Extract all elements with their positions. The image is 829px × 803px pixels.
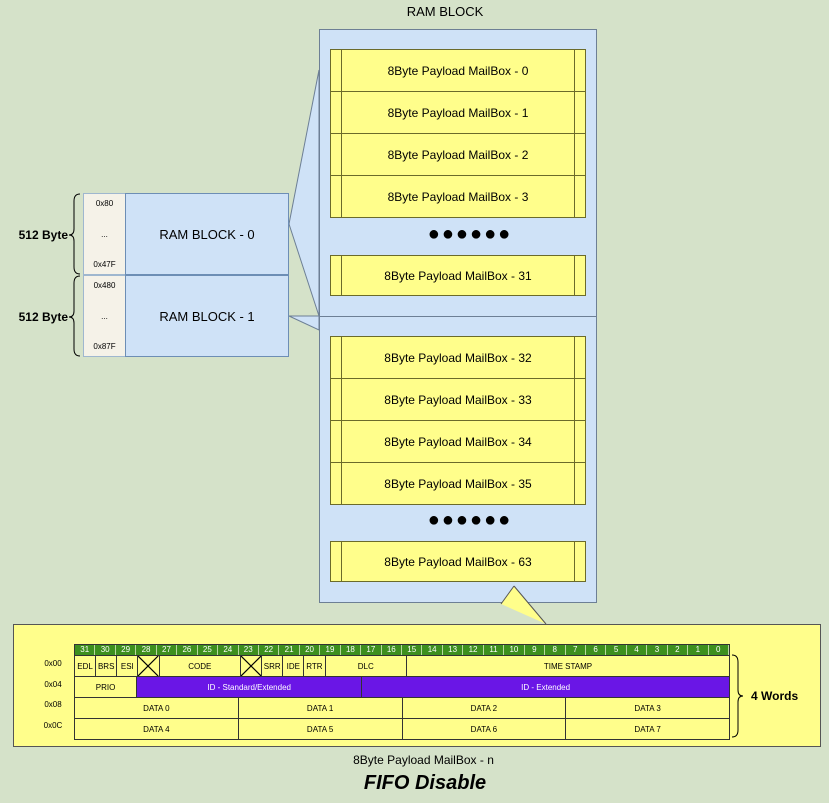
mailbox: 8Byte Payload MailBox - 33 xyxy=(331,379,585,421)
time-stamp-field: TIME STAMP xyxy=(407,656,729,676)
mailbox-31: 8Byte Payload MailBox - 31 xyxy=(330,255,586,296)
bit-number: 6 xyxy=(585,645,607,655)
data-byte-field: DATA 0 xyxy=(75,698,239,718)
prio-field: PRIO xyxy=(75,677,138,697)
addr-mid: ... xyxy=(101,312,108,321)
ram-block-1: RAM BLOCK - 1 xyxy=(125,275,289,357)
data-byte-field: DATA 7 xyxy=(566,719,729,739)
mailbox-group-top: 8Byte Payload MailBox - 0 8Byte Payload … xyxy=(330,49,586,218)
fifo-disable-title: FIFO Disable xyxy=(363,772,487,794)
id-standard-field: ID - Standard/Extended xyxy=(137,677,363,697)
bit-number: 2 xyxy=(667,645,689,655)
ram-block-divider xyxy=(319,316,597,317)
ellipsis-top: ●●●●●● xyxy=(427,223,513,245)
callout-pointer xyxy=(500,585,547,625)
offset-label: 0x08 xyxy=(44,700,62,709)
bit-number: 12 xyxy=(463,645,484,655)
mailbox-group-mid: 8Byte Payload MailBox - 32 8Byte Payload… xyxy=(330,336,586,505)
bit-number: 0 xyxy=(708,645,729,655)
mailbox: 8Byte Payload MailBox - 35 xyxy=(331,463,585,504)
brs-field: BRS xyxy=(96,656,118,676)
offset-label: 0x04 xyxy=(44,680,62,689)
bit-number: 17 xyxy=(361,645,382,655)
bit-number: 20 xyxy=(299,645,321,655)
mailbox: 8Byte Payload MailBox - 2 xyxy=(331,134,585,176)
bit-number: 5 xyxy=(606,645,627,655)
register-row-0x0C: DATA 4 DATA 5 DATA 6 DATA 7 xyxy=(75,718,729,739)
reserved-cross-icon xyxy=(241,656,263,676)
four-words-label: 4 Words xyxy=(751,689,799,703)
bit-number: 4 xyxy=(626,645,648,655)
data-byte-field: DATA 4 xyxy=(75,719,239,739)
mailbox-n-caption: 8Byte Payload MailBox - n xyxy=(353,753,494,767)
bit-number: 3 xyxy=(647,645,668,655)
address-column-0: 0x80 ... 0x47F xyxy=(83,193,126,275)
addr-end: 0x87F xyxy=(93,342,116,351)
bit-number: 16 xyxy=(381,645,402,655)
bit-number: 18 xyxy=(340,645,362,655)
bit-number: 15 xyxy=(402,645,423,655)
ide-field: IDE xyxy=(283,656,305,676)
brace-icon xyxy=(731,654,744,738)
bit-number: 10 xyxy=(504,645,525,655)
id-extended-field: ID - Extended xyxy=(362,677,729,697)
offset-label: 0x00 xyxy=(44,659,62,668)
data-byte-field: DATA 5 xyxy=(238,719,403,739)
mailbox: 8Byte Payload MailBox - 32 xyxy=(331,337,585,379)
bit-number: 7 xyxy=(565,645,586,655)
data-byte-field: DATA 2 xyxy=(402,698,567,718)
ram-block-0: RAM BLOCK - 0 xyxy=(125,193,289,275)
bit-number: 13 xyxy=(442,645,464,655)
bit-number: 9 xyxy=(524,645,546,655)
block-size-label-1: 512 Byte xyxy=(18,310,68,324)
srr-field: SRR xyxy=(262,656,284,676)
address-column-1: 0x480 ... 0x87F xyxy=(83,275,126,357)
data-byte-field: DATA 3 xyxy=(566,698,729,718)
bit-number: 29 xyxy=(115,645,137,655)
bit-number: 27 xyxy=(156,645,178,655)
rtr-field: RTR xyxy=(304,656,326,676)
bit-number: 8 xyxy=(545,645,566,655)
mailbox: 8Byte Payload MailBox - 1 xyxy=(331,92,585,134)
bit-number: 25 xyxy=(197,645,219,655)
offset-label: 0x0C xyxy=(43,721,63,730)
bit-number: 26 xyxy=(177,645,198,655)
bit-number: 21 xyxy=(279,645,300,655)
bit-number: 19 xyxy=(320,645,341,655)
dlc-field: DLC xyxy=(325,656,407,676)
addr-start: 0x80 xyxy=(95,199,114,208)
mailbox-63: 8Byte Payload MailBox - 63 xyxy=(330,541,586,582)
addr-start: 0x480 xyxy=(93,281,116,290)
mailbox: 8Byte Payload MailBox - 34 xyxy=(331,421,585,463)
bit-number: 1 xyxy=(688,645,709,655)
block-size-label-0: 512 Byte xyxy=(18,228,68,242)
bit-number: 24 xyxy=(218,645,239,655)
data-byte-field: DATA 6 xyxy=(402,719,567,739)
bit-number: 23 xyxy=(238,645,259,655)
bit-number: 30 xyxy=(95,645,116,655)
register-row-0x04: PRIO ID - Standard/Extended ID - Extende… xyxy=(75,676,729,697)
mailbox: 8Byte Payload MailBox - 0 xyxy=(331,50,585,92)
reserved-cross-icon xyxy=(138,656,160,676)
esi-field: ESI xyxy=(117,656,139,676)
bit-number: 31 xyxy=(75,645,96,655)
bit-number: 11 xyxy=(483,645,505,655)
brace-icon xyxy=(68,193,81,357)
edl-field: EDL xyxy=(75,656,97,676)
ram-block-title: RAM BLOCK xyxy=(406,4,484,19)
data-byte-field: DATA 1 xyxy=(238,698,403,718)
code-field: CODE xyxy=(159,656,241,676)
register-row-0x00: EDL BRS ESI CODE SRR IDE RTR DLC TIME ST… xyxy=(75,655,729,676)
addr-mid: ... xyxy=(101,230,108,239)
bit-number: 28 xyxy=(136,645,157,655)
register-row-0x08: DATA 0 DATA 1 DATA 2 DATA 3 xyxy=(75,697,729,718)
bit-number: 22 xyxy=(258,645,280,655)
ellipsis-mid: ●●●●●● xyxy=(427,509,513,531)
mailbox: 8Byte Payload MailBox - 3 xyxy=(331,176,585,217)
addr-end: 0x47F xyxy=(93,260,116,269)
bit-number: 14 xyxy=(422,645,443,655)
